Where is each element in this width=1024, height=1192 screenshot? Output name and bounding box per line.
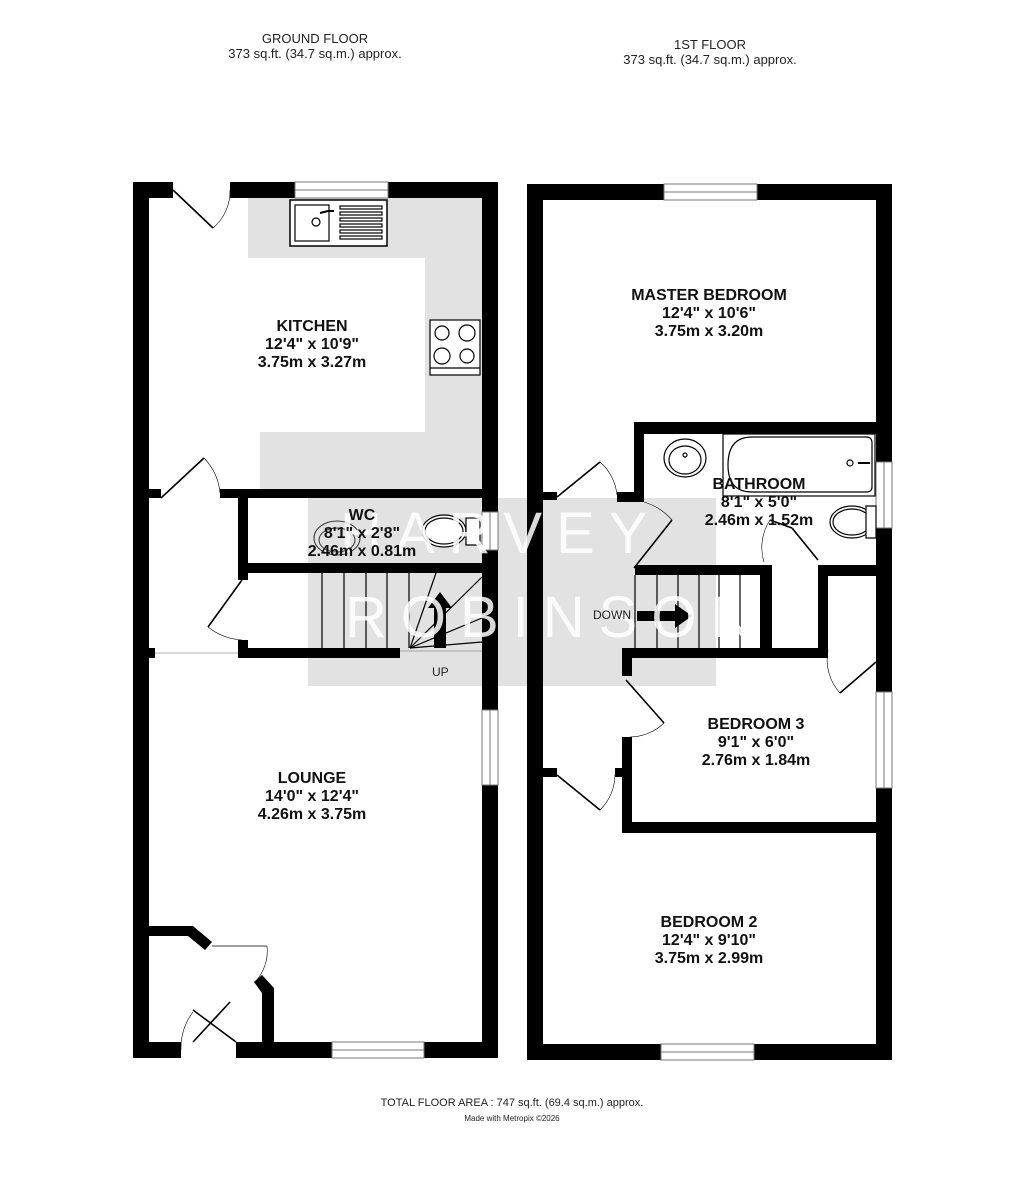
stairs-down-label: DOWN bbox=[593, 608, 631, 622]
room-label-master-bedroom: MASTER BEDROOM 12'4" x 10'6" 3.75m x 3.2… bbox=[631, 287, 787, 340]
hob-icon bbox=[429, 319, 481, 376]
down-arrow-icon bbox=[637, 604, 692, 628]
watermark-line1: HARVEY bbox=[340, 501, 662, 566]
first-floor-windows bbox=[660, 183, 893, 1061]
room-label-bedroom-2: BEDROOM 2 12'4" x 9'10" 3.75m x 2.99m bbox=[654, 914, 764, 967]
ground-floor-shading bbox=[248, 198, 483, 686]
up-arrow-icon bbox=[428, 592, 452, 648]
ground-floor-header: GROUND FLOOR 373 sq.ft. (34.7 sq.m.) app… bbox=[175, 31, 455, 61]
first-floor-area: 373 sq.ft. (34.7 sq.m.) approx. bbox=[623, 52, 797, 67]
room-label-bathroom: BATHROOM 8'1" x 5'0" 2.46m x 1.52m bbox=[704, 476, 814, 529]
room-label-bedroom-3: BEDROOM 3 9'1" x 6'0" 2.76m x 1.84m bbox=[701, 716, 811, 769]
first-floor-header: 1ST FLOOR 373 sq.ft. (34.7 sq.m.) approx… bbox=[570, 37, 850, 67]
bath-tub-icon bbox=[722, 433, 876, 497]
bathroom-toilet-icon bbox=[829, 505, 877, 539]
first-floor-doors bbox=[556, 461, 877, 811]
room-label-wc: WC 8'1" x 2'8" 2.46m x 0.81m bbox=[307, 507, 417, 560]
first-floor-walls bbox=[527, 184, 892, 1060]
ground-floor-walls bbox=[133, 182, 498, 1058]
first-floor-title: 1ST FLOOR bbox=[673, 37, 746, 52]
stairs-up-label: UP bbox=[432, 665, 449, 679]
bathroom-basin-icon bbox=[663, 438, 707, 478]
watermark-line2: ROBINSON bbox=[345, 585, 767, 650]
wc-basin-icon bbox=[313, 520, 361, 556]
kitchen-sink-icon bbox=[289, 199, 388, 247]
total-floor-area: TOTAL FLOOR AREA : 747 sq.ft. (69.4 sq.m… bbox=[380, 1097, 644, 1109]
credit-text: Made with Metropix ©2026 bbox=[464, 1114, 560, 1123]
room-label-kitchen: KITCHEN 12'4" x 10'9" 3.75m x 3.27m bbox=[257, 318, 367, 371]
ground-floor-windows bbox=[294, 181, 499, 1059]
room-label-lounge: LOUNGE 14'0" x 12'4" 4.26m x 3.75m bbox=[257, 770, 367, 823]
ground-floor-doors bbox=[155, 189, 268, 1051]
ground-floor-title: GROUND FLOOR bbox=[261, 31, 369, 46]
wc-toilet-icon bbox=[421, 514, 481, 548]
ground-floor-area: 373 sq.ft. (34.7 sq.m.) approx. bbox=[228, 46, 402, 61]
